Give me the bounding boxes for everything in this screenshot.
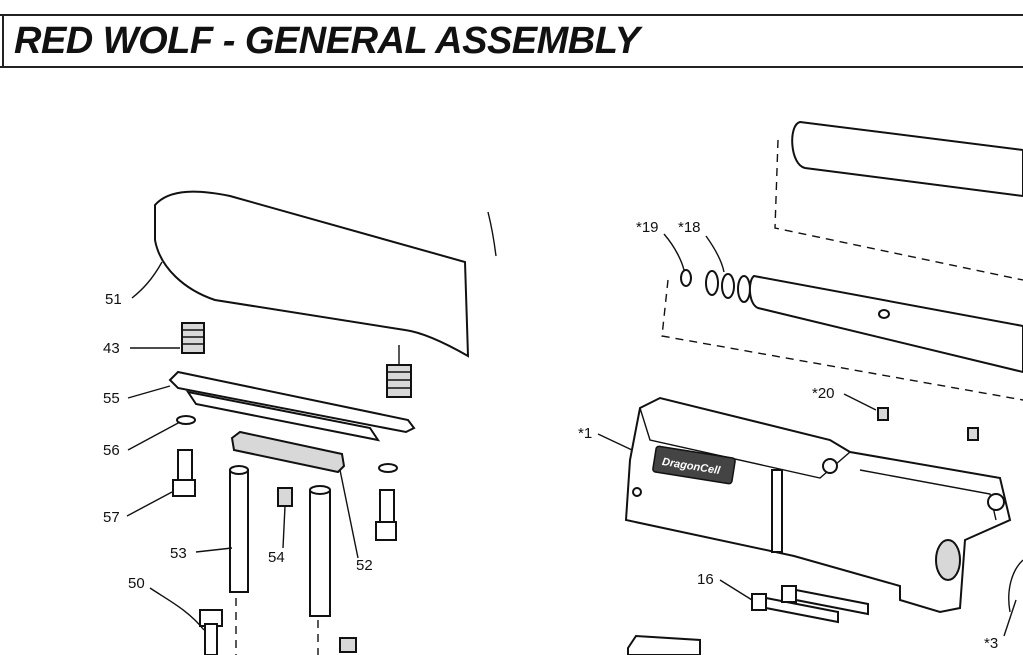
label-54: 54 [268, 549, 285, 566]
body-port-right [987, 493, 1005, 511]
part-43-screw-right [386, 345, 412, 398]
part-53-pin-right [309, 485, 331, 617]
title-bar: RED WOLF - GENERAL ASSEMBLY [0, 14, 1023, 68]
body-screw-hole [632, 487, 642, 497]
label-50: 50 [128, 575, 145, 592]
bolt-tube-hole [878, 309, 890, 319]
part-57-bolt-right [375, 489, 397, 541]
part-56-washer-left [176, 415, 196, 425]
barrel-outline [791, 120, 1023, 198]
label-20: *20 [812, 385, 835, 402]
part-43-screw-left [181, 322, 205, 354]
part-51-stock [154, 190, 470, 358]
body-step [859, 469, 997, 521]
label-16: 16 [697, 571, 714, 588]
label-1: *1 [578, 425, 592, 442]
label-55: 55 [103, 390, 120, 407]
label-43: 43 [103, 340, 120, 357]
guide-dashed [661, 279, 1023, 401]
body-lower-port [935, 539, 961, 581]
bolt-tube [748, 274, 1023, 374]
label-57: 57 [103, 509, 120, 526]
part-54-spacer [277, 487, 293, 507]
part-55-rail [168, 370, 416, 434]
part-56-washer-right [378, 463, 398, 473]
part-18-oring-c [737, 275, 751, 303]
stray-mark [487, 211, 497, 257]
label-52: 52 [356, 557, 373, 574]
label-18: *18 [678, 219, 701, 236]
small-part-bottom [339, 637, 357, 653]
body-port-mid [822, 458, 838, 474]
part-18-oring-a [705, 270, 719, 296]
part-1-body [624, 396, 1012, 614]
title-left-rule [2, 16, 4, 66]
brand-plate [652, 445, 736, 485]
part-16-screw-a [751, 593, 839, 624]
part-3-edge [1008, 559, 1023, 613]
label-19: *19 [636, 219, 659, 236]
leader-lines [126, 233, 1017, 637]
part-18-oring-b [721, 273, 735, 299]
body-pin-vertical [771, 469, 783, 553]
part-20-detent [877, 407, 889, 421]
detent-secondary [967, 427, 979, 441]
part-52-bracket [230, 430, 346, 474]
page-title: RED WOLF - GENERAL ASSEMBLY [14, 20, 640, 62]
label-56: 56 [103, 442, 120, 459]
part-50-bolt [199, 609, 223, 655]
label-51: 51 [105, 291, 122, 308]
part-57-bolt-left [172, 449, 196, 497]
part-19-oring [680, 269, 692, 287]
part-55-rail-under [185, 390, 381, 442]
part-53-pin-left [229, 465, 249, 593]
barrel-dashed-box [774, 139, 1023, 281]
label-53: 53 [170, 545, 187, 562]
bottom-part-edge [627, 634, 701, 655]
label-3: *3 [984, 635, 998, 652]
part-16-screw-b [781, 585, 869, 616]
